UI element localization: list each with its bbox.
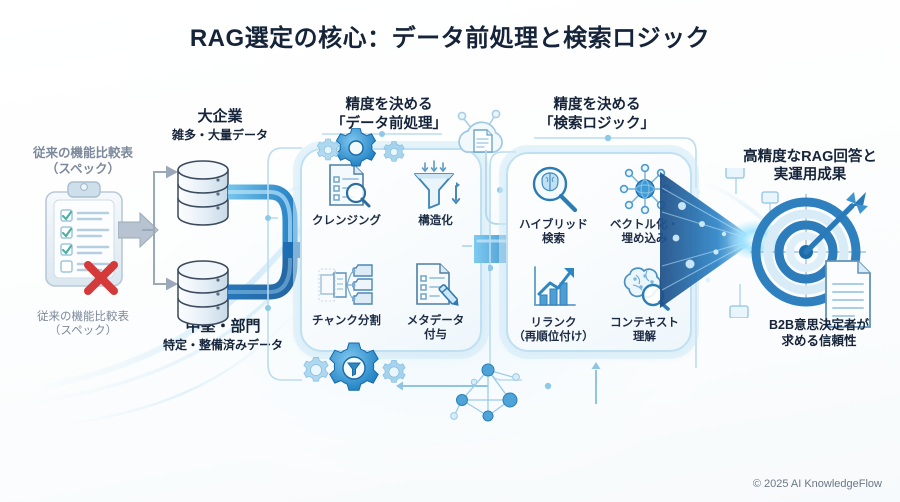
funnel-icon: [409, 158, 463, 212]
stage-item-label: クレンジング: [312, 215, 381, 227]
stage-item-label: リランク （再順位付け）: [513, 317, 594, 343]
document-magnifier-icon: [322, 158, 372, 212]
split-folders-icon: [318, 258, 376, 312]
stage-preprocessing-heading: 精度を決める 「データ前処理」: [331, 97, 447, 132]
stage-item-label: ハイブリッド 検索: [519, 219, 588, 245]
stage-item-label: チャンク分割: [312, 315, 381, 327]
legacy-spec-top-label: 従来の機能比較表 （スペック）: [32, 146, 133, 176]
database-cylinder-icon: [177, 160, 229, 226]
stage-retrieval-heading: 精度を決める 「検索ロジック」: [539, 97, 655, 132]
stage-item-context[interactable]: コンテキスト 理解: [599, 252, 690, 350]
outcome-heading: 高精度なRAG回答と 実運用成果: [743, 149, 877, 184]
source-enterprise-subtitle: 雑多・大量データ: [171, 128, 268, 142]
red-cross-icon: [84, 261, 118, 295]
page-title: RAG選定の核心：データ前処理と検索ロジック: [189, 25, 711, 52]
stage-preprocessing-box[interactable]: クレンジング: [300, 148, 482, 352]
stage-item-rerank[interactable]: リランク （再順位付け）: [508, 252, 599, 350]
stage-item-label: 構造化: [418, 215, 453, 227]
copyright-footer: © 2025 AI KnowledgeFlow: [752, 478, 882, 490]
gear-funnel-icon: [303, 342, 406, 391]
stage-item-metadata[interactable]: メタデータ 付与: [391, 250, 480, 350]
gear-cluster-icon: [316, 128, 405, 167]
stage-item-label: メタデータ 付与: [406, 315, 465, 341]
legacy-spec-bottom-label: 従来の機能比較表 （スペック）: [37, 311, 129, 338]
data-flow-ribbons: [228, 184, 338, 300]
stage-item-vectorization[interactable]: ベクトル化・ 埋め込み: [599, 154, 690, 252]
network-graph-icon: [450, 363, 520, 422]
source-split-connector: [118, 165, 178, 290]
database-cylinder-icon: [177, 260, 229, 326]
brain-magnifier-icon: [528, 162, 580, 216]
stage-item-structuring[interactable]: 構造化: [391, 150, 480, 250]
document-pencil-icon: [411, 258, 461, 312]
stage-item-cleansing[interactable]: クレンジング: [302, 150, 391, 250]
cloud-document-icon: [457, 109, 503, 153]
stage-item-hybrid-search[interactable]: ハイブリッド 検索: [508, 154, 599, 252]
source-midmarket-subtitle: 特定・整備済みデータ: [162, 338, 283, 352]
outcome-caption: B2B意思決定者が 求める信頼性: [768, 318, 869, 348]
target-arrow-icon: [750, 192, 868, 307]
clipboard-checklist-icon: [45, 181, 123, 287]
bar-chart-trend-icon: [528, 260, 580, 314]
stage-item-chunking[interactable]: チャンク分割: [302, 250, 391, 350]
source-enterprise-title: 大企業: [197, 108, 243, 125]
stage-item-label: コンテキスト 理解: [610, 317, 679, 343]
document-icon: [825, 260, 871, 328]
